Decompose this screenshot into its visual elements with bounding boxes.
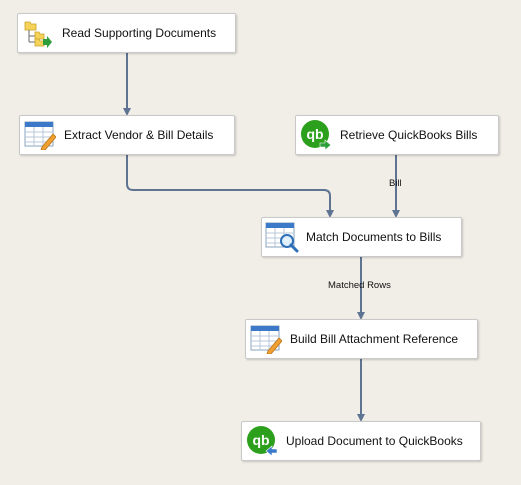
- node-extract-vendor-bill-details[interactable]: Extract Vendor & Bill Details: [19, 115, 235, 155]
- node-label: Extract Vendor & Bill Details: [64, 128, 214, 142]
- node-label: Upload Document to QuickBooks: [286, 434, 463, 448]
- node-label: Build Bill Attachment Reference: [290, 332, 459, 346]
- node-retrieve-quickbooks-bills[interactable]: qb Retrieve QuickBooks Bills: [295, 115, 499, 155]
- connector-extract-to-match[interactable]: [126, 155, 334, 218]
- svg-text:qb: qb: [252, 432, 269, 448]
- node-upload-document-to-quickbooks[interactable]: qb Upload Document to QuickBooks: [241, 421, 481, 461]
- quickbooks-source-icon: qb: [299, 118, 333, 152]
- node-label: Read Supporting Documents: [62, 26, 217, 40]
- node-build-bill-attachment-reference[interactable]: Build Bill Attachment Reference: [245, 319, 478, 359]
- svg-text:qb: qb: [306, 126, 323, 142]
- node-label: Retrieve QuickBooks Bills: [340, 128, 478, 142]
- node-read-supporting-documents[interactable]: Read Supporting Documents: [17, 13, 236, 53]
- table-search-icon: [265, 220, 299, 254]
- table-edit-icon: [249, 322, 283, 356]
- node-match-documents-to-bills[interactable]: Match Documents to Bills: [261, 217, 462, 257]
- quickbooks-destination-icon: qb: [245, 424, 279, 458]
- folder-tree-icon: [21, 16, 55, 50]
- node-label: Match Documents to Bills: [306, 230, 442, 244]
- edge-label-matched-rows: Matched Rows: [328, 280, 391, 291]
- edge-label-bill: Bill: [389, 178, 402, 189]
- table-edit-icon: [23, 118, 57, 152]
